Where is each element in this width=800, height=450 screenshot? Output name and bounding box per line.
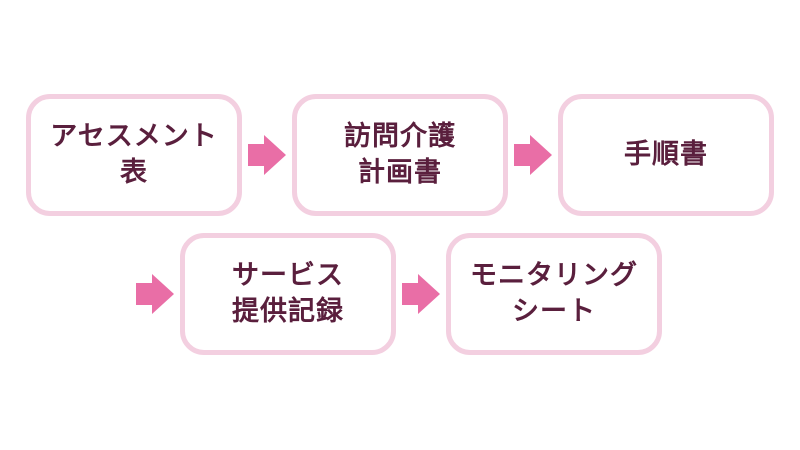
step-label: モニタリング シート xyxy=(470,259,638,327)
step-label: 訪問介護 計画書 xyxy=(344,120,456,188)
step-procedure-manual: 手順書 xyxy=(558,94,774,216)
step-assessment-sheet: アセスメント 表 xyxy=(26,94,242,216)
step-monitoring-sheet: モニタリング シート xyxy=(446,233,662,355)
step-care-plan: 訪問介護 計画書 xyxy=(292,94,508,216)
step-label: 手順書 xyxy=(624,138,708,170)
arrow-right-icon xyxy=(136,274,174,314)
step-label: アセスメント 表 xyxy=(50,120,218,188)
arrow-right-icon xyxy=(248,135,286,175)
arrow-right-icon xyxy=(514,135,552,175)
arrow-right-icon xyxy=(402,274,440,314)
step-service-record: サービス 提供記録 xyxy=(180,233,396,355)
step-label: サービス 提供記録 xyxy=(232,259,344,327)
